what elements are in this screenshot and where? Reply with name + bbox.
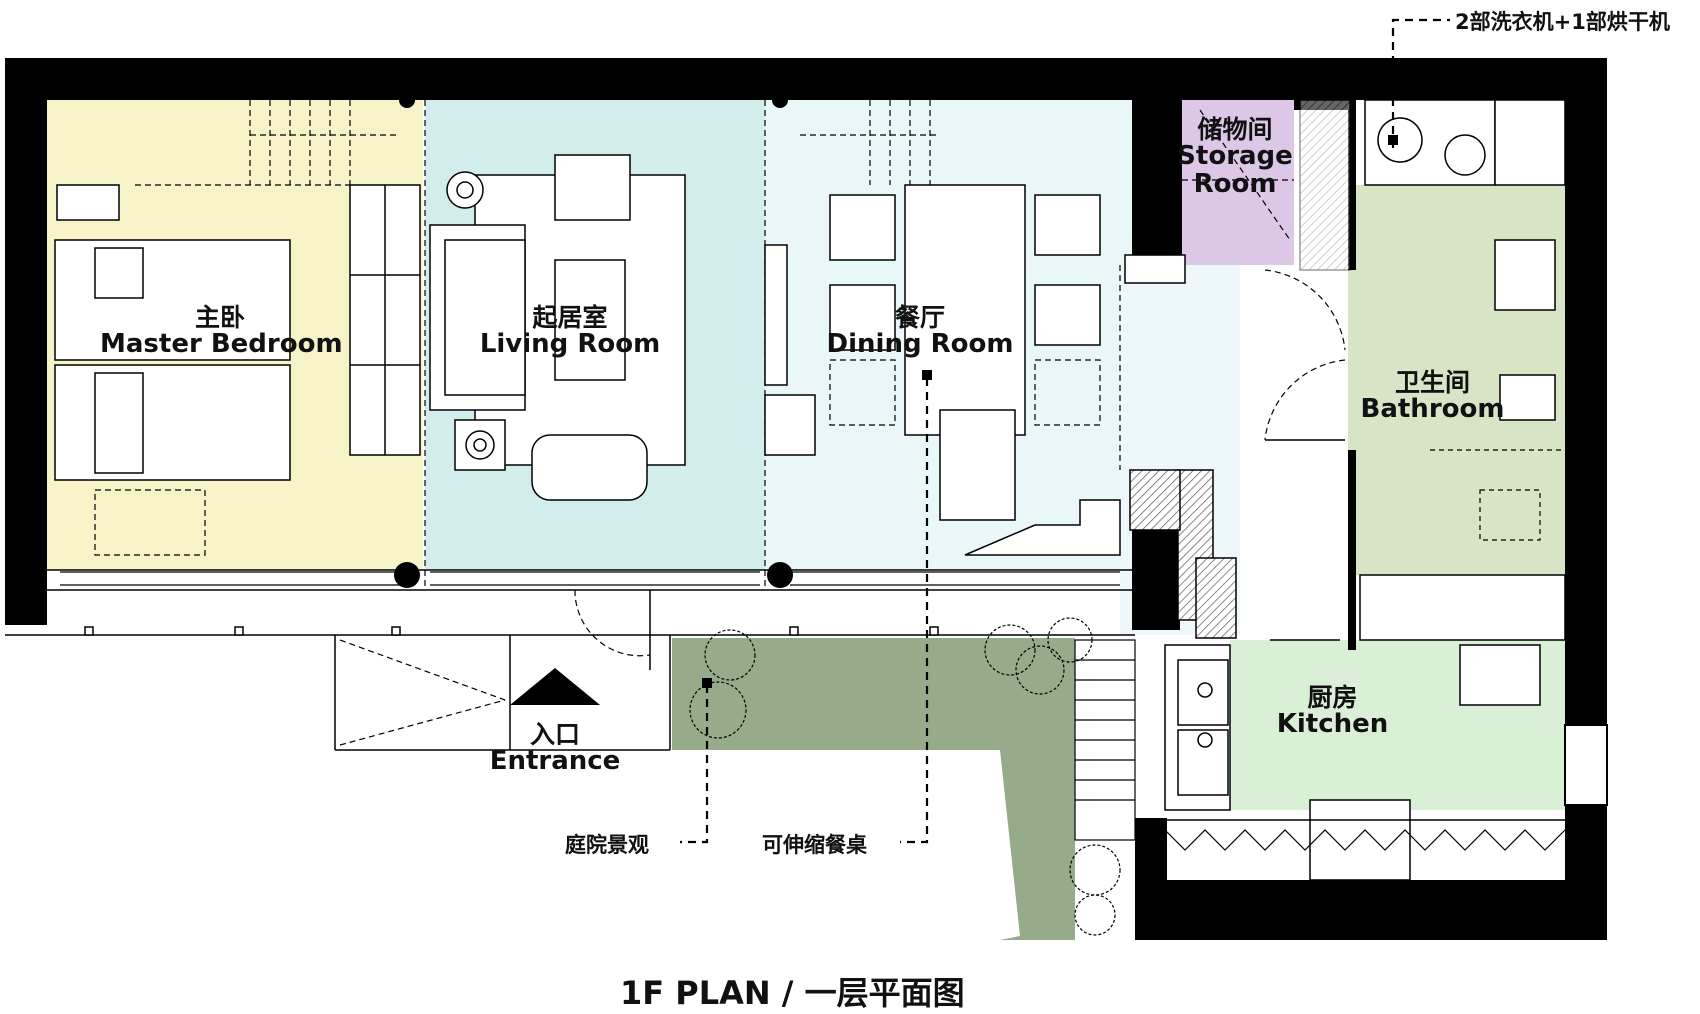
annotation-leaders: [680, 18, 1450, 844]
garden-area: [672, 638, 1075, 940]
laundry-marker: [1388, 135, 1398, 145]
storage-room-area: [1182, 100, 1294, 265]
table-annotation: 可伸缩餐桌: [762, 833, 867, 857]
dining-room-en: Dining Room: [826, 329, 1014, 360]
table-marker: [922, 370, 932, 380]
dining-room-furniture: [764, 184, 1121, 556]
storage-room-en-2: Room: [1193, 168, 1277, 199]
living-room-cn: 起居室: [532, 303, 608, 332]
kitchen-stair: [1074, 639, 1136, 841]
entrance-label: 入口 Entrance: [480, 720, 630, 777]
living-room-label: 起居室 Living Room: [470, 303, 670, 360]
plan-title: 1F PLAN / 一层平面图: [620, 974, 965, 1012]
master-bedroom-furniture: [54, 184, 421, 481]
garden-marker: [702, 678, 712, 688]
walls: [5, 58, 1607, 940]
kitchen-en: Kitchen: [1276, 709, 1389, 740]
storage-room-cn: 储物间: [1197, 115, 1273, 144]
master-bedroom-en: Master Bedroom: [100, 329, 343, 360]
laundry-annotation: 2部洗衣机+1部烘干机: [1455, 10, 1670, 34]
bathroom-fixtures: [1359, 99, 1566, 641]
front-facade: [5, 569, 1135, 751]
living-room-furniture: [429, 154, 686, 501]
bathroom-label: 卫生间 Bathroom: [1355, 368, 1510, 425]
garden-trees: [689, 617, 1121, 936]
storage-room-label: 储物间 Storage Room: [1170, 115, 1300, 199]
kitchen-cn: 厨房: [1307, 683, 1358, 712]
dining-room-cn: 餐厅: [894, 303, 945, 332]
entrance-cn: 入口: [529, 720, 580, 749]
master-bedroom-label: 主卧 Master Bedroom: [100, 303, 343, 360]
entrance-en: Entrance: [489, 746, 621, 777]
garden-strip: [1000, 750, 1075, 940]
dining-room-label: 餐厅 Dining Room: [825, 303, 1015, 360]
kitchen-label: 厨房 Kitchen: [1265, 683, 1400, 740]
bathroom-en: Bathroom: [1360, 394, 1505, 425]
storage-room-en-1: Storage: [1177, 141, 1293, 172]
bathroom-cn: 卫生间: [1394, 368, 1470, 397]
entrance-arrow-icon: [510, 668, 600, 705]
master-bedroom-cn: 主卧: [194, 303, 245, 332]
living-room-en: Living Room: [479, 329, 661, 360]
garden-annotation: 庭院景观: [565, 833, 649, 857]
kitchen-fixtures: [1164, 644, 1565, 881]
